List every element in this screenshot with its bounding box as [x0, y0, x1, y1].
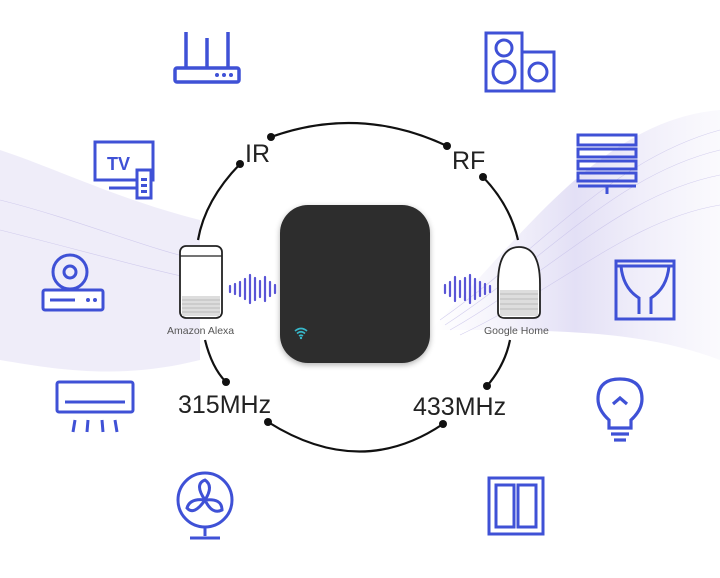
wifi-icon: [294, 327, 308, 340]
disc-player-icon: [41, 253, 105, 312]
light-bulb-icon: [596, 377, 644, 442]
google-home-label: Google Home: [484, 325, 549, 337]
freq-433-label: 433MHz: [413, 393, 507, 421]
amazon-alexa-label: Amazon Alexa: [167, 325, 235, 337]
arc-bottom-right: [486, 339, 512, 387]
arc-top-right: [482, 176, 520, 241]
sound-wave-left-icon: [228, 273, 277, 305]
arc-top: [270, 121, 448, 147]
amazon-alexa-speaker-icon: [179, 245, 223, 319]
ir-rf-hub-device: [280, 205, 430, 363]
fan-icon: [176, 471, 234, 540]
sound-wave-right-icon: [443, 273, 492, 305]
speaker-icon: [484, 31, 556, 93]
wall-switch-icon: [487, 476, 545, 536]
curtains-icon: [614, 259, 676, 321]
arc-bottom-left: [203, 339, 227, 383]
ir-label: IR: [245, 140, 270, 168]
rf-label: RF: [452, 147, 486, 175]
freq-315-label: 315MHz: [178, 391, 272, 419]
router-icon: [173, 32, 241, 84]
arc-top-left: [196, 163, 241, 241]
tv-text: TV: [107, 154, 130, 174]
arc-bottom: [267, 421, 444, 453]
blinds-icon: [576, 133, 638, 194]
tv-remote-icon: TV: [93, 140, 155, 200]
google-home-speaker-icon: [497, 246, 541, 319]
air-conditioner-icon: [55, 380, 135, 433]
